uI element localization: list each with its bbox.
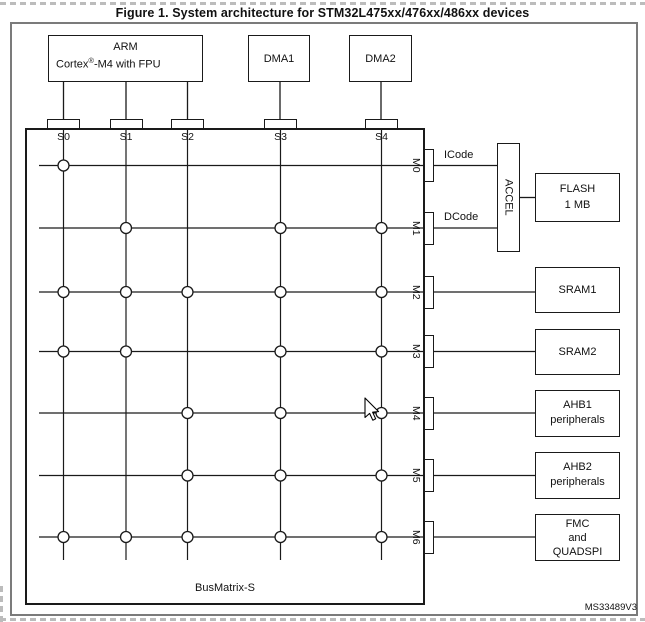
node-m3-s0 [57,345,70,358]
node-m5-s2 [181,469,194,482]
node-m2-s0 [57,285,70,299]
fmc-label-line2: and [568,532,587,544]
page-boundary-dash-bottom [0,618,645,621]
flash-label-line2: 1 MB [564,199,591,211]
master-port-m2 [424,275,434,309]
slave-port-label-s0: S0 [57,131,70,143]
master-port-label-m3: M3 [410,344,422,359]
registered-trademark-symbol: ® [88,56,94,65]
node-m6-s2 [181,530,194,544]
master-port-m1 [424,211,434,245]
figure-border [10,22,638,616]
sram2-label: SRAM2 [558,346,597,358]
node-m6-s4 [375,530,388,544]
slave-port-s1 [109,119,143,129]
node-m4-s3 [274,406,287,420]
master-port-label-m1: M1 [410,220,422,236]
fmc-quadspi-box: FMC and QUADSPI [535,514,620,561]
master-port-label-m5: M5 [410,468,422,483]
node-m0-s0 [57,159,70,172]
node-m2-s4 [375,285,388,299]
slave-port-s4 [365,119,398,129]
arm-title: ARM [113,41,138,53]
ahb2-label-line2: peripherals [550,476,605,488]
master-port-m6 [424,520,434,554]
slave-port-label-s3: S3 [274,131,287,143]
arm-core-box: ARM Cortex®-M4 with FPU [48,35,203,82]
node-m1-s4 [375,221,388,235]
node-m2-s3 [274,285,287,299]
node-m2-s1 [119,285,133,299]
ahb2-label-line1: AHB2 [563,461,592,473]
ahb1-peripherals-box: AHB1 peripherals [535,390,620,437]
grid-horizontal-lines [39,164,428,538]
node-m5-s4 [375,469,388,482]
accel-label: ACCEL [502,179,515,216]
node-m2-s2 [181,285,194,299]
master-port-label-m0: M0 [410,158,422,173]
node-m3-s4 [375,345,388,358]
ahb1-label-line1: AHB1 [563,399,592,411]
node-m6-s1 [119,530,133,544]
node-m4-s2 [181,406,194,420]
figure-title: Figure 1. System architecture for STM32L… [115,6,530,20]
master-port-label-m2: M2 [410,284,422,300]
figure-code: MS33489V3 [584,602,637,613]
slave-port-s3 [264,119,297,129]
node-m6-s3 [274,530,287,544]
master-port-label-m4: M4 [410,405,422,421]
page-boundary-dash-left [0,586,3,622]
bus-matrix-label: BusMatrix-S [195,582,255,594]
node-m3-s3 [274,345,287,358]
ahb1-label-line2: peripherals [550,414,605,426]
master-port-m4 [424,396,434,430]
node-m1-s1 [119,221,133,235]
sram2-box: SRAM2 [535,329,620,375]
master-port-m3 [424,335,434,368]
master-port-m0 [424,149,434,182]
node-m5-s3 [274,469,287,482]
icode-bus-label: ICode [442,149,476,161]
slave-port-s2 [171,119,204,129]
master-port-label-m6: M6 [410,529,422,545]
accel-box: ACCEL [497,143,520,252]
dma2-label: DMA2 [365,52,396,65]
ahb2-peripherals-box: AHB2 peripherals [535,452,620,499]
sram1-label: SRAM1 [558,284,597,296]
master-port-m5 [424,459,434,492]
flash-box: FLASH 1 MB [535,173,620,222]
fmc-label-line1: FMC [565,518,590,530]
dma1-label: DMA1 [263,52,295,65]
dma2-box: DMA2 [349,35,412,82]
grid-vertical-lines [62,129,383,560]
slave-port-label-s2: S2 [181,131,194,143]
sram1-box: SRAM1 [535,267,620,313]
flash-label-line1: FLASH [559,183,596,195]
peripheral-connection-lines [434,164,535,538]
node-m6-s0 [57,530,70,544]
arm-subtitle: Cortex®-M4 with FPU [56,56,161,71]
node-m3-s1 [119,345,133,358]
slave-port-label-s4: S4 [375,131,388,143]
dma1-box: DMA1 [248,35,310,82]
fmc-label-line3: QUADSPI [552,546,603,558]
page-boundary-dash-top [0,2,645,5]
slave-port-s0 [47,119,80,129]
node-m1-s3 [274,221,287,235]
dcode-bus-label: DCode [442,211,481,223]
master-stub-lines [62,82,382,121]
slave-port-label-s1: S1 [119,131,133,143]
bus-matrix [25,128,425,605]
